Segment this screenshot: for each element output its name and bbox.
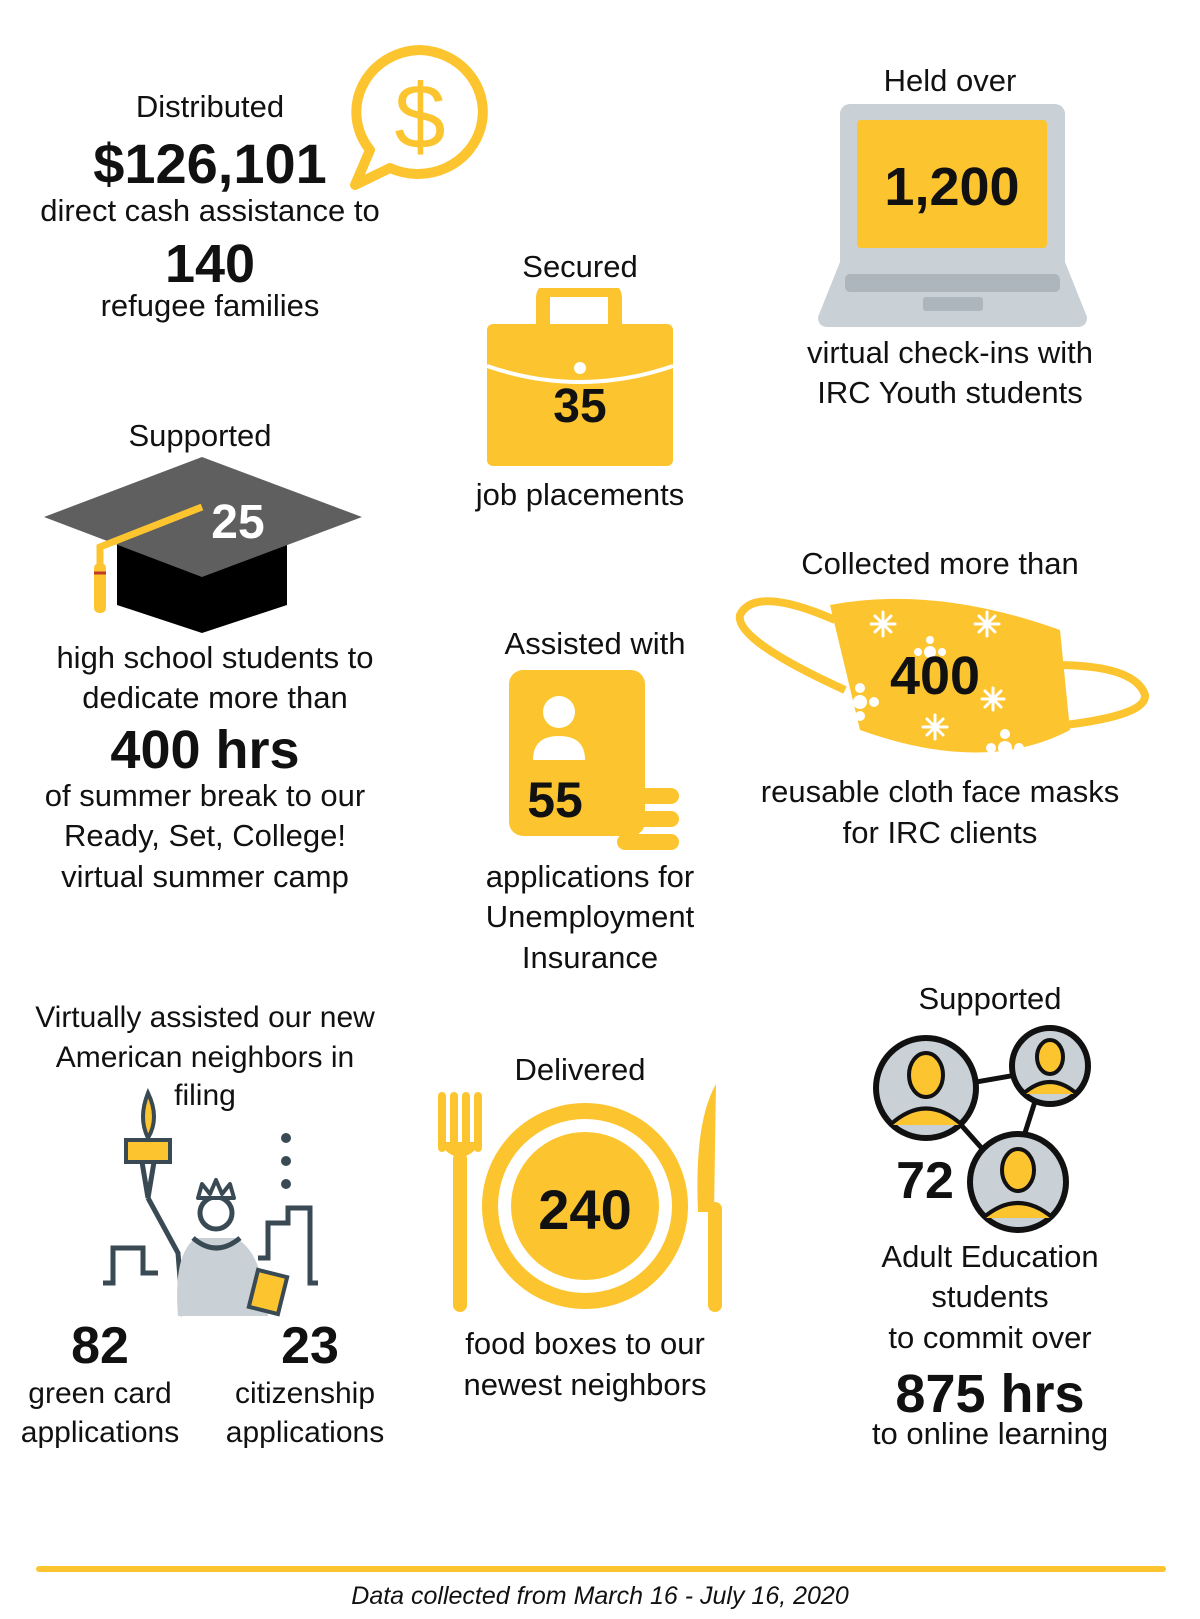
briefcase-icon: [486, 288, 674, 466]
students-count: 25: [211, 496, 265, 549]
graduation-cap-icon: [44, 457, 362, 633]
svg-text:$: $: [394, 66, 445, 168]
people-network-icon: [873, 1025, 1091, 1233]
masks-line1: reusable cloth face masks: [760, 774, 1120, 809]
footer-divider: [36, 1566, 1166, 1572]
green-card-line1: green card: [28, 1377, 172, 1410]
checkins-intro: Held over: [883, 63, 1017, 98]
unemployment-line2: Unemployment: [485, 899, 695, 934]
adult-ed-hours: 875 hrs: [895, 1364, 1085, 1424]
masks-count: 400: [889, 646, 981, 706]
unemployment-intro: Assisted with: [504, 626, 686, 661]
students-intro: Supported: [128, 418, 272, 453]
adult-ed-line2: students: [931, 1279, 1049, 1314]
jobs-count: 35: [553, 380, 607, 433]
food-line2: newest neighbors: [463, 1367, 707, 1402]
laptop-icon: [818, 104, 1087, 327]
masks-intro: Collected more than: [801, 546, 1079, 581]
immigration-line1: Virtually assisted our new: [35, 1001, 375, 1034]
citizenship-line2: applications: [225, 1416, 385, 1449]
adult-ed-line3: to commit over: [888, 1320, 1092, 1355]
adult-ed-line1: Adult Education: [881, 1239, 1099, 1274]
face-mask-icon: [735, 597, 1149, 755]
cash-intro: Distributed: [135, 89, 285, 124]
cash-mid: direct cash assistance to: [40, 193, 380, 228]
dollar-speech-bubble-icon: $: [350, 45, 488, 190]
statue-of-liberty-icon: [103, 1088, 318, 1317]
students-line2: dedicate more than: [82, 680, 348, 715]
adult-ed-intro: Supported: [918, 981, 1062, 1016]
students-line3: of summer break to our: [44, 778, 366, 813]
cash-families: 140: [164, 234, 256, 294]
cash-outro: refugee families: [100, 288, 320, 323]
green-card-line2: applications: [20, 1416, 180, 1449]
plate-fork-knife-icon: [438, 1084, 722, 1312]
students-line4: Ready, Set, College!: [63, 818, 347, 853]
students-hours: 400 hrs: [110, 720, 300, 780]
checkins-count: 1,200: [884, 157, 1020, 217]
students-line5: virtual summer camp: [61, 859, 349, 894]
students-line1: high school students to: [56, 640, 374, 675]
jobs-intro: Secured: [522, 249, 638, 284]
immigration-line2: American neighbors in: [55, 1041, 355, 1074]
unemployment-count: 55: [527, 772, 583, 828]
checkins-line1: virtual check-ins with: [807, 335, 1093, 370]
green-card-count: 82: [71, 1317, 129, 1375]
checkins-line2: IRC Youth students: [817, 375, 1083, 410]
footer-note: Data collected from March 16 - July 16, …: [351, 1582, 849, 1610]
food-intro: Delivered: [514, 1052, 646, 1087]
unemployment-line3: Insurance: [521, 940, 659, 975]
cash-amount: $126,101: [93, 132, 327, 195]
immigration-line3: filing: [174, 1079, 236, 1112]
food-line1: food boxes to our: [465, 1326, 705, 1361]
citizenship-line1: citizenship: [234, 1377, 376, 1410]
food-count: 240: [538, 1178, 632, 1241]
citizenship-count: 23: [281, 1317, 339, 1375]
masks-line2: for IRC clients: [842, 815, 1038, 850]
unemployment-line1: applications for: [485, 859, 695, 894]
adult-ed-count: 72: [896, 1152, 954, 1210]
jobs-outro: job placements: [475, 477, 685, 512]
adult-ed-line4: to online learning: [871, 1416, 1109, 1451]
id-card-icon: [509, 670, 679, 850]
